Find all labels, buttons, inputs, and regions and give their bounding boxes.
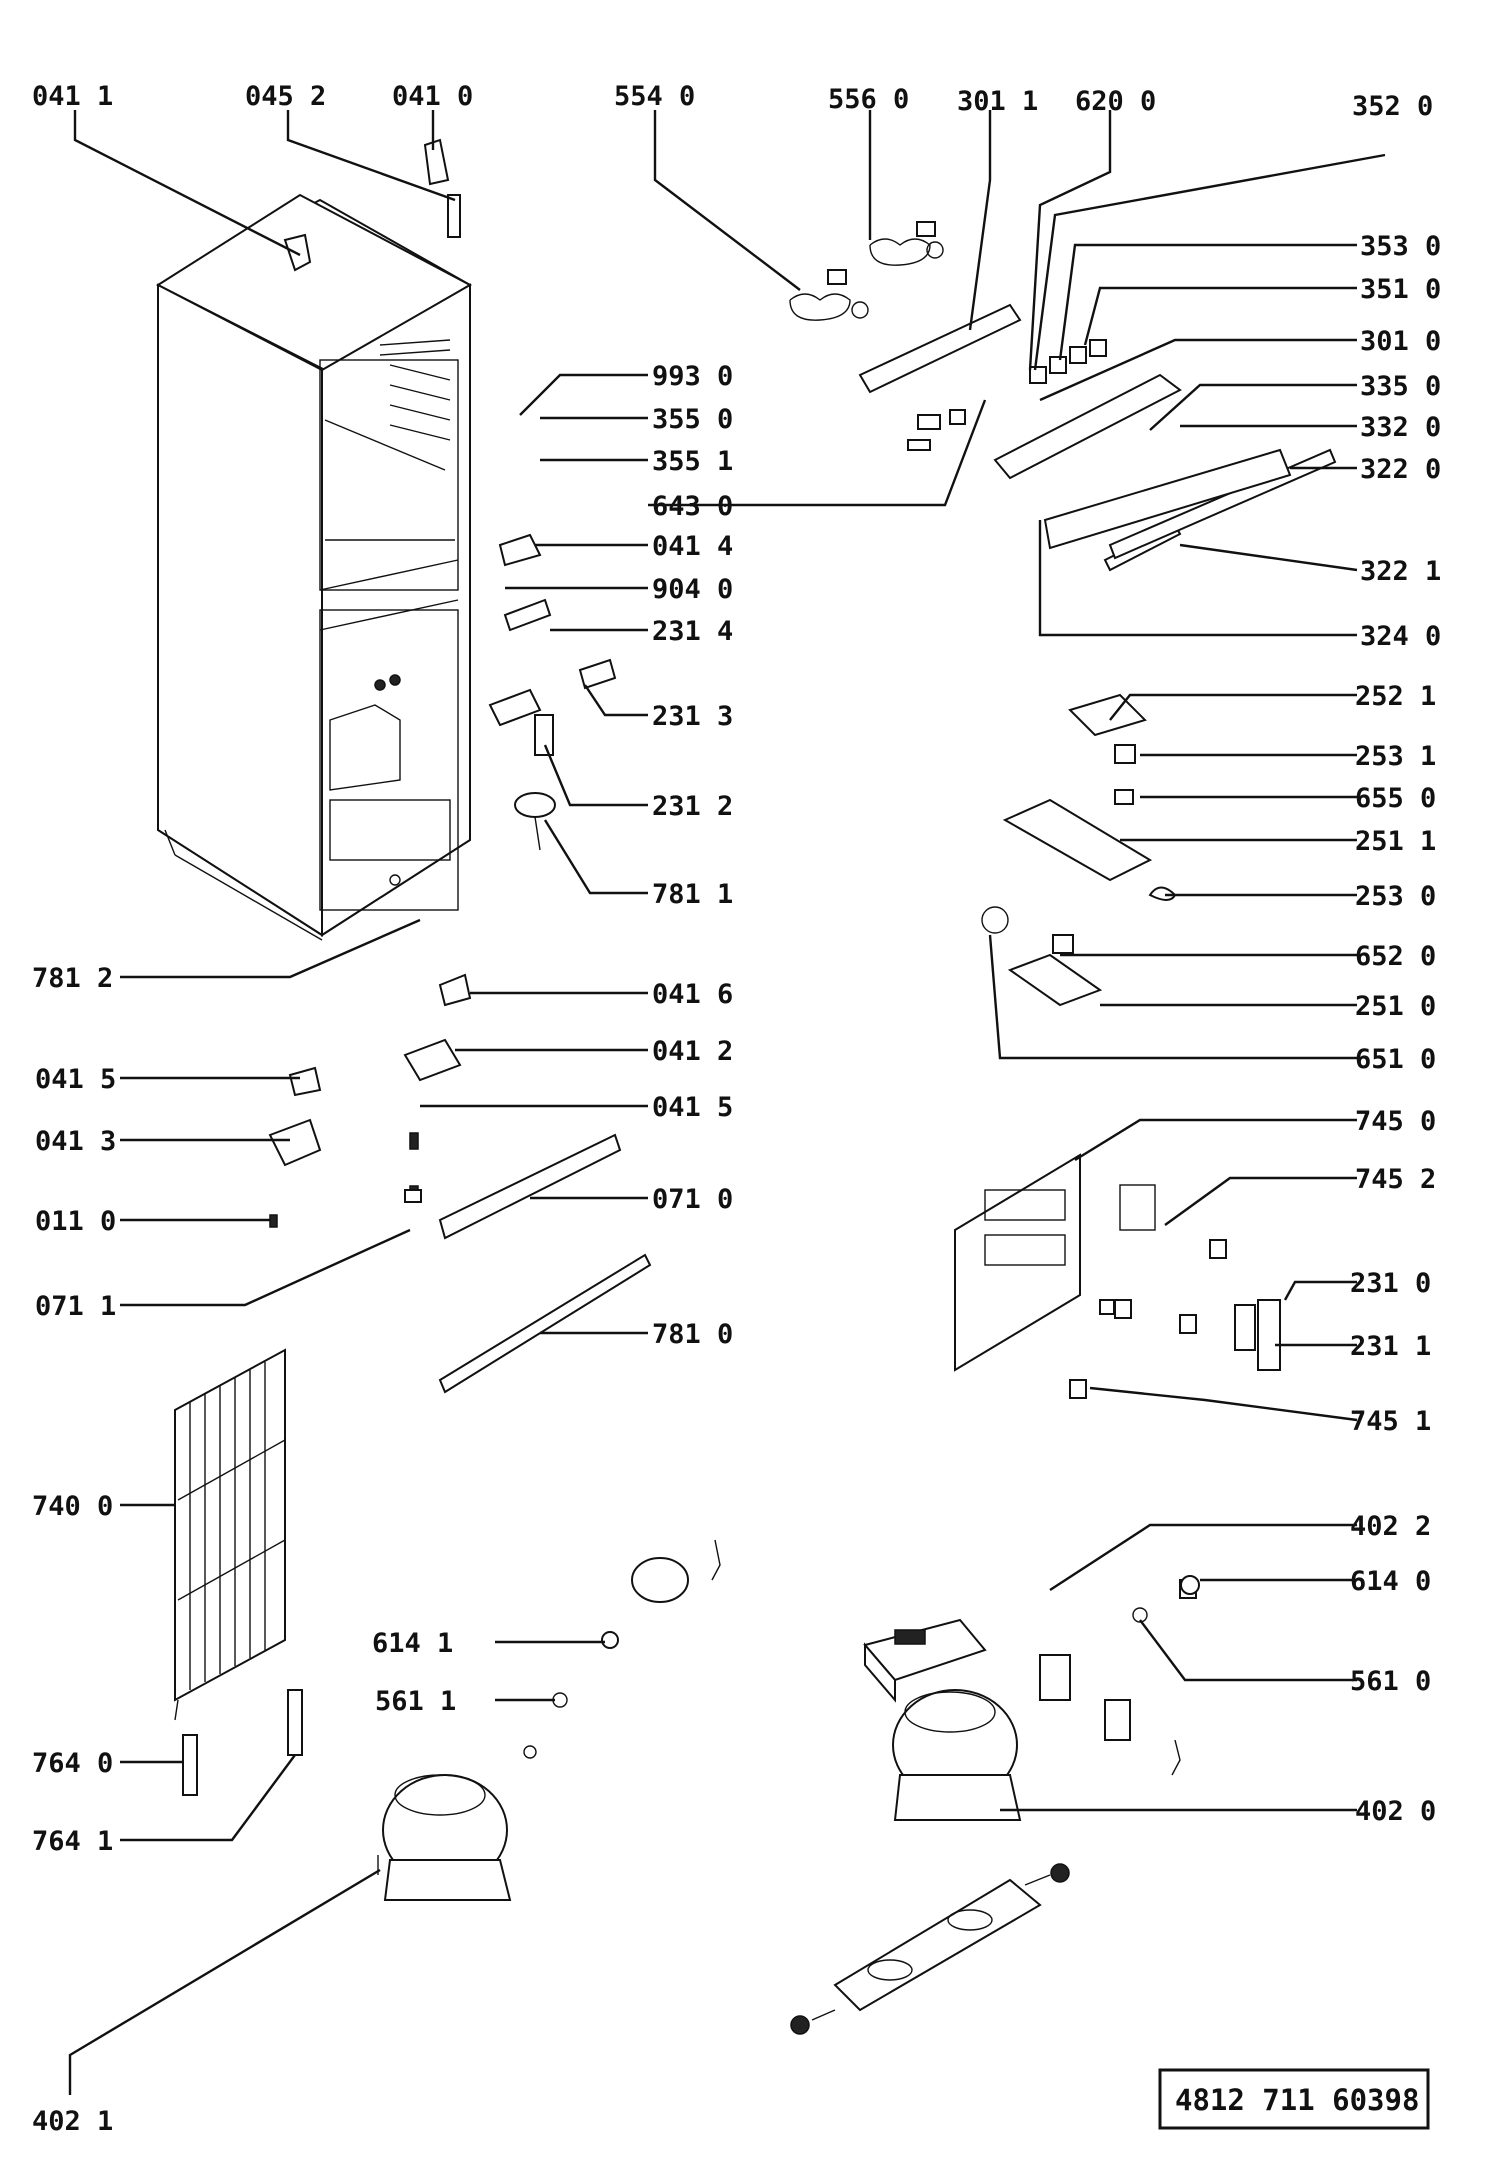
label-0410: 041 0 [392,81,473,112]
electrical-components [523,1539,1200,1776]
label-9930: 993 0 [652,361,733,392]
label-3220: 322 0 [1360,454,1441,485]
label-3010: 301 0 [1360,326,1441,357]
label-2311: 231 1 [1350,1331,1431,1362]
label-3551: 355 1 [652,446,733,477]
label-0415a: 041 5 [35,1064,116,1095]
label-6200: 620 0 [1075,86,1156,117]
label-7450: 745 0 [1355,1106,1436,1137]
label-6141: 614 1 [372,1628,453,1659]
label-0416: 041 6 [652,979,733,1010]
label-2511: 251 1 [1355,826,1436,857]
compressor-left [377,1774,512,1901]
label-6140: 614 0 [1350,1566,1431,1597]
label-5610: 561 0 [1350,1666,1431,1697]
evaporator-plate [954,1153,1281,1372]
label-9040: 904 0 [652,574,733,605]
label-3520: 352 0 [1352,91,1433,122]
label-4020: 402 0 [1355,1796,1436,1827]
label-7400: 740 0 [32,1491,113,1522]
label-6430: 643 0 [652,491,733,522]
label-6520: 652 0 [1355,941,1436,972]
label-3011: 301 1 [957,86,1038,117]
label-7811: 781 1 [652,879,733,910]
label-0411: 041 1 [32,81,113,112]
label-0415b: 041 5 [652,1092,733,1123]
label-4022: 402 2 [1350,1511,1431,1542]
label-3550: 355 0 [652,404,733,435]
relay-box [863,1618,987,1703]
small-mid-parts [374,409,966,851]
label-2314: 231 4 [652,616,733,647]
label-3320: 332 0 [1360,412,1441,443]
label-5611: 561 1 [375,1686,456,1717]
label-2530: 253 0 [1355,881,1436,912]
label-4021: 402 1 [32,2106,113,2137]
label-7812: 781 2 [32,963,113,994]
connector-parts [1039,1239,1227,1741]
leader-lines [68,110,1386,2095]
label-2521: 252 1 [1355,681,1436,712]
thermostat-coils [789,221,944,321]
label-3530: 353 0 [1360,231,1441,262]
label-2313: 231 3 [652,701,733,732]
label-3510: 351 0 [1360,274,1441,305]
label-7452: 745 2 [1355,1164,1436,1195]
label-0414: 041 4 [652,531,733,562]
condenser-coil [174,1348,286,1721]
compressor-base-plate [790,1863,1070,2035]
filter-driers [182,1689,303,1796]
control-panel [858,303,1337,572]
label-2510: 251 0 [1355,991,1436,1022]
label-7640: 764 0 [32,1748,113,1779]
top-hinge-parts [283,138,461,272]
compressor-right [892,1689,1022,1821]
label-5560: 556 0 [828,84,909,115]
label-2312: 231 2 [652,791,733,822]
part-labels: 041 1 045 2 041 0 554 0 556 0 301 1 620 … [32,81,1441,2137]
label-5540: 554 0 [614,81,695,112]
label-2310: 231 0 [1350,1268,1431,1299]
label-0413: 041 3 [35,1126,116,1157]
door-rails [404,1133,652,1394]
label-2531: 253 1 [1355,741,1436,772]
label-0110: 011 0 [35,1206,116,1237]
label-0710: 071 0 [652,1184,733,1215]
label-3221: 322 1 [1360,556,1441,587]
label-7451: 745 1 [1350,1406,1431,1437]
lamp-holder-parts [981,693,1177,1007]
label-7810: 781 0 [652,1319,733,1350]
label-0452: 045 2 [245,81,326,112]
label-3350: 335 0 [1360,371,1441,402]
mid-left-brackets [268,973,472,1228]
label-6550: 655 0 [1355,783,1436,814]
label-0711: 071 1 [35,1291,116,1322]
label-7641: 764 1 [32,1826,113,1857]
label-6510: 651 0 [1355,1044,1436,1075]
label-0412: 041 2 [652,1036,733,1067]
cabinet-body [155,193,473,941]
document-number-box: 4812 711 60398 [1158,2068,1430,2130]
document-number: 4812 711 60398 [1175,2083,1419,2117]
label-3240: 324 0 [1360,621,1441,652]
